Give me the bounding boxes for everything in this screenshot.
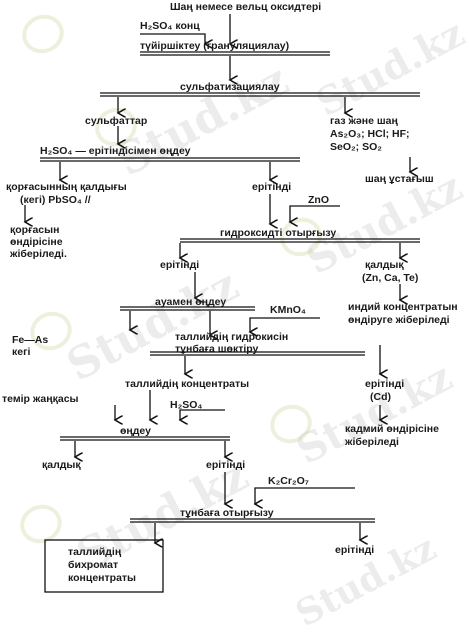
node-lead-residue: қорғасынның қалдығы (6, 181, 127, 193)
node-sulfatization: сульфатизациялау (180, 81, 280, 93)
node-solution-1: ерітінді (252, 181, 292, 193)
node-sulfates: сульфаттар (85, 115, 148, 127)
node-h2so4-conc: H₂SO₄ конц (140, 20, 200, 32)
node-source: Шаң немесе вельц оксидтері (170, 1, 322, 13)
node-lead-production: қорғасын (10, 224, 60, 236)
node-solution-3: ерітінді (206, 459, 246, 471)
node-residue-1: қалдық (365, 259, 404, 271)
node-k2cr2o7: K₂Cr₂O₇ (268, 475, 309, 487)
node-indium: индий концентратын (348, 301, 458, 313)
node-thallium-hydroxide: таллийдің гидрокисін (175, 331, 289, 343)
node-product: бихромат (68, 559, 119, 571)
node-lead-production: өндірісіне (10, 236, 63, 248)
node-product: таллийдің (68, 546, 122, 558)
node-product: концентраты (68, 572, 137, 584)
node-h2so4-2: H₂SO₄ (170, 399, 203, 411)
node-cadmium: жіберіледі (345, 436, 399, 448)
node-air-treatment: ауамен өңдеу (155, 296, 227, 308)
node-granulation: түйіршіктеу (грануляциялау) (140, 40, 290, 52)
node-gas-dust: газ және шаң (330, 115, 398, 127)
node-solution-final: ерітінді (335, 544, 375, 556)
node-treatment: өңдеу (120, 425, 151, 437)
node-thallium-concentrate: таллийдің концентраты (125, 378, 250, 390)
node-fe-as: кегі (12, 346, 31, 358)
node-indium: өндіруге жіберіледі (348, 314, 450, 326)
node-gas-list-2: SeO₂; SO₂ (330, 141, 382, 153)
node-residue-2: қалдық (42, 459, 81, 471)
node-residue-1-list: (Zn, Ca, Te) (362, 272, 419, 284)
node-lead-residue: (кегі) PbSO₄ // (20, 194, 91, 206)
node-fe-as: Fe—As (12, 334, 49, 346)
node-solution-2: ерітінді (160, 259, 200, 271)
node-precipitation: тұнбаға отырғызу (180, 507, 274, 519)
node-dust-catcher: шаң ұстағыш (365, 173, 434, 185)
flow-connectors (0, 14, 420, 593)
node-zno: ZnO (308, 194, 329, 206)
node-thallium-hydroxide: тұнбаға шөктіру (175, 343, 259, 355)
node-lead-production: жіберіледі. (10, 248, 67, 260)
node-iron-shavings: темір жаңқасы (2, 393, 79, 405)
node-hydroxide-precip: гидроксидті отырғызу (220, 227, 337, 239)
node-solution-cd: (Cd) (370, 391, 391, 403)
node-kmno4: KMnO₄ (270, 304, 306, 316)
node-cadmium: кадмий өндірісіне (345, 423, 439, 435)
node-h2so4-leach: H₂SO₄ — ерітіндісімен өңдеу (40, 145, 191, 157)
node-gas-list-1: As₂O₃; HCl; HF; (330, 128, 410, 140)
node-solution-cd: ерітінді (365, 378, 405, 390)
